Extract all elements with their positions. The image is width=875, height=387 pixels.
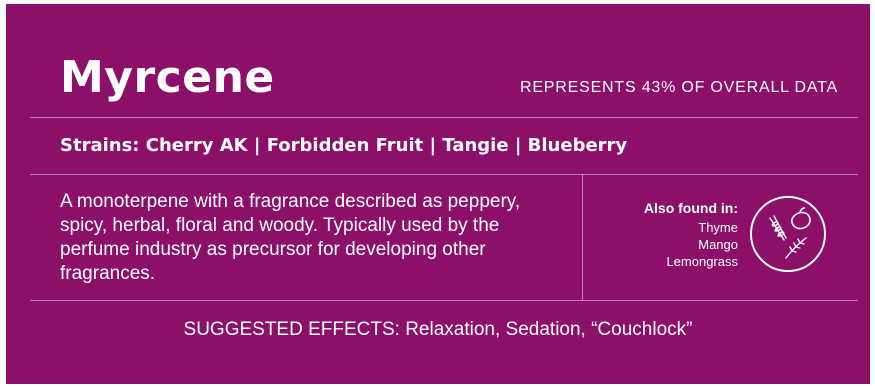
page-title: Myrcene <box>60 52 275 103</box>
also-found-section: Also found in: Thyme Mango Lemongrass <box>598 199 738 270</box>
also-found-title: Also found in: <box>643 200 738 216</box>
suggested-effects: SUGGESTED EFFECTS: Relaxation, Sedation,… <box>183 319 693 340</box>
also-found-item-lemongrass: Lemongrass <box>666 254 738 269</box>
terpene-description: A monoterpene with a fragrance described… <box>60 191 521 284</box>
also-found-item-mango: Mango <box>698 237 738 252</box>
terpene-card: Myrcene REPRESENTS 43% OF OVERALL DATA S… <box>6 4 870 384</box>
also-found-item-thyme: Thyme <box>698 220 738 235</box>
strains-list: Strains: Cherry AK | Forbidden Fruit | T… <box>60 135 628 156</box>
vertical-divider <box>582 174 583 300</box>
herbs-mango-circle-icon <box>750 196 826 272</box>
data-share-label: REPRESENTS 43% OF OVERALL DATA <box>519 79 838 96</box>
divider-bottom <box>30 300 858 301</box>
divider-middle <box>30 174 858 175</box>
divider-top <box>30 117 858 118</box>
